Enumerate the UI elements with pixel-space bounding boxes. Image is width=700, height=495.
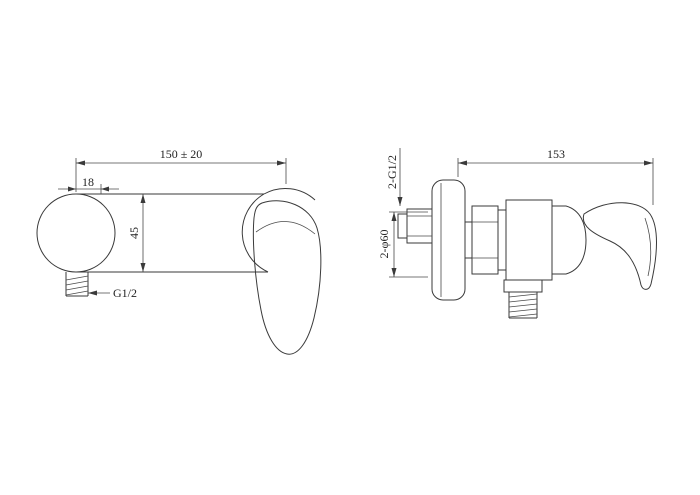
dim-offset-text: 18: [82, 175, 94, 189]
front-view: 150 ± 20 18 45 G1/2: [36, 147, 322, 355]
left-escutcheon-outline: [36, 193, 116, 273]
dim-overall-depth-text: 153: [547, 147, 565, 161]
dim-offset: 18: [58, 175, 119, 194]
wall-plate-outline: [431, 179, 466, 301]
handle-outline: [252, 200, 322, 355]
outlet-thread-label-text: G1/2: [113, 286, 137, 300]
valve-body: [465, 199, 587, 281]
dim-body-height: 45: [127, 194, 146, 272]
side-outlet-thread: [503, 279, 543, 319]
handle-cap-line: [255, 221, 316, 235]
dim-overall-width-text: 150 ± 20: [160, 147, 203, 161]
dim-body-height-text: 45: [127, 227, 141, 239]
dim-overall-width: 150 ± 20: [75, 147, 287, 192]
side-view: 2-G1/2 2-φ60 153: [377, 147, 657, 319]
dim-escutcheon-dia-text: 2-φ60: [377, 230, 391, 259]
outlet-thread-label: G1/2: [88, 286, 137, 300]
side-handle: [582, 202, 657, 290]
right-escutcheon-left-arc: [241, 193, 269, 273]
dim-inlet-threads-text: 2-G1/2: [385, 155, 399, 189]
dim-escutcheon-dia: 2-φ60: [377, 211, 428, 278]
dim-overall-depth: 153: [457, 147, 654, 205]
inlet-fitting: [397, 208, 432, 244]
front-outlet-thread: [65, 272, 89, 297]
dim-inlet-threads: 2-G1/2: [385, 148, 403, 206]
right-escutcheon-top-arc: [263, 187, 316, 201]
